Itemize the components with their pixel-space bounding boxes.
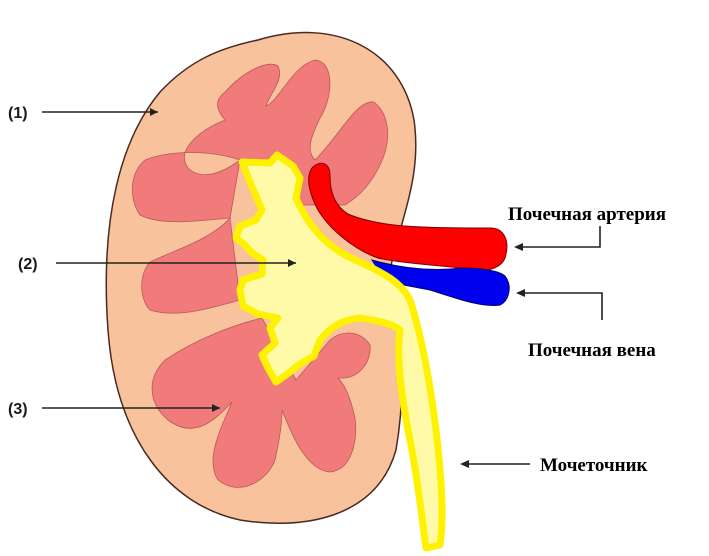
ureter-label: Мочеточник [540, 455, 648, 476]
vein-callout: Почечная вена [516, 289, 656, 361]
artery-label: Почечная артерия [508, 204, 666, 225]
marker-1-label: (1) [8, 105, 28, 122]
vein-label: Почечная вена [528, 340, 656, 361]
marker-3-label: (3) [8, 401, 28, 418]
artery-callout: Почечная артерия [508, 204, 666, 251]
marker-2-label: (2) [18, 256, 38, 273]
artery-leader-line [516, 226, 600, 247]
vein-leader-line [518, 293, 602, 320]
vein-arrowhead [516, 289, 525, 297]
ureter-callout: Мочеточник [460, 455, 648, 476]
marker-1: (1) [8, 105, 158, 122]
artery-arrowhead [514, 243, 523, 251]
ureter-arrowhead [460, 460, 469, 468]
